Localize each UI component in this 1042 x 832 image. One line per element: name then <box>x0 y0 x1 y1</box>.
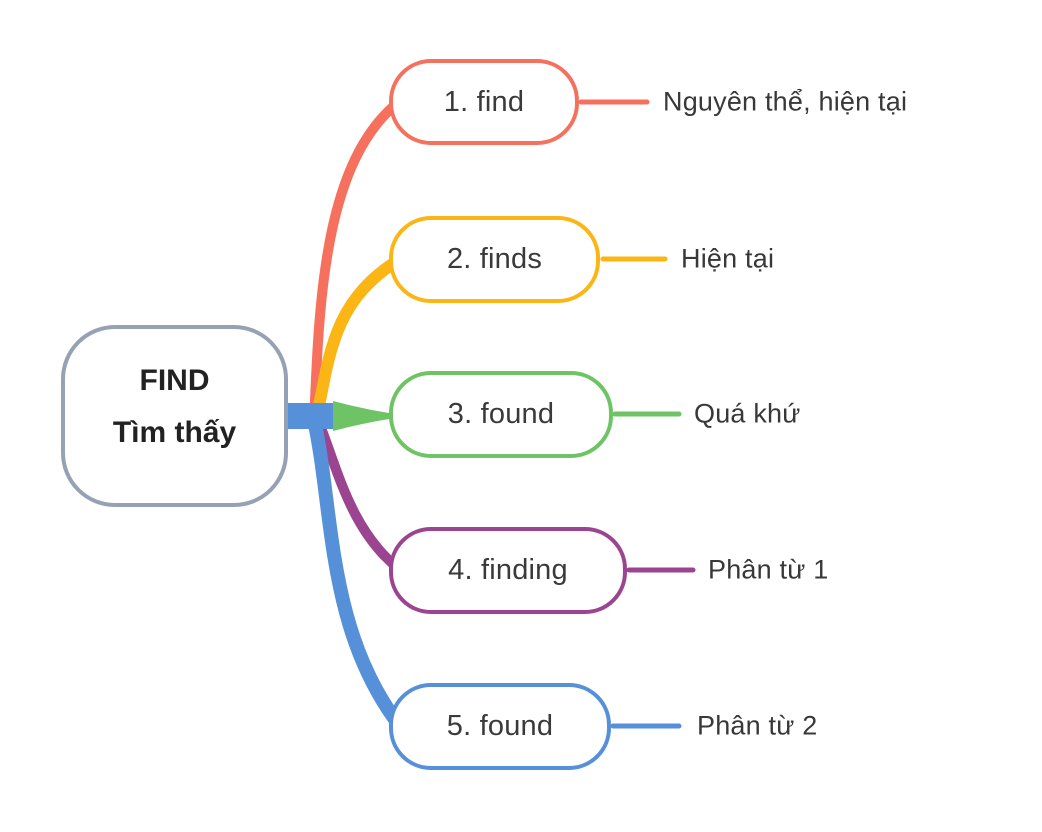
node-finding[interactable]: 4. finding <box>389 527 627 614</box>
node-found-past[interactable]: 3. found <box>389 371 613 458</box>
node-found-participle-label: 5. found <box>446 710 554 742</box>
branch-wedge-found1 <box>333 401 398 431</box>
node-find-label: 1. find <box>443 85 525 118</box>
root-subtitle: Tìm thấy <box>112 416 237 449</box>
note-found-past[interactable]: Quá khứ <box>694 398 801 429</box>
note-found-participle[interactable]: Phân từ 2 <box>697 710 818 741</box>
branch-curve-finds <box>310 253 406 428</box>
node-find[interactable]: 1. find <box>389 59 579 145</box>
root-stub <box>284 403 338 429</box>
root-node-find[interactable]: FIND Tìm thấy <box>61 325 288 507</box>
branch-curve-finding <box>313 415 405 575</box>
branch-curve-find <box>309 96 405 429</box>
note-find[interactable]: Nguyên thể, hiện tại <box>663 86 908 117</box>
root-title: FIND <box>139 364 210 398</box>
node-finds[interactable]: 2. finds <box>389 216 600 303</box>
node-finding-label: 4. finding <box>448 554 568 586</box>
branch-curve-found2 <box>307 413 407 733</box>
node-found-participle[interactable]: 5. found <box>389 683 611 770</box>
note-finding[interactable]: Phân từ 1 <box>708 554 829 585</box>
node-found-past-label: 3. found <box>447 398 555 430</box>
node-finds-label: 2. finds <box>446 243 543 275</box>
note-finds[interactable]: Hiện tại <box>681 243 775 274</box>
